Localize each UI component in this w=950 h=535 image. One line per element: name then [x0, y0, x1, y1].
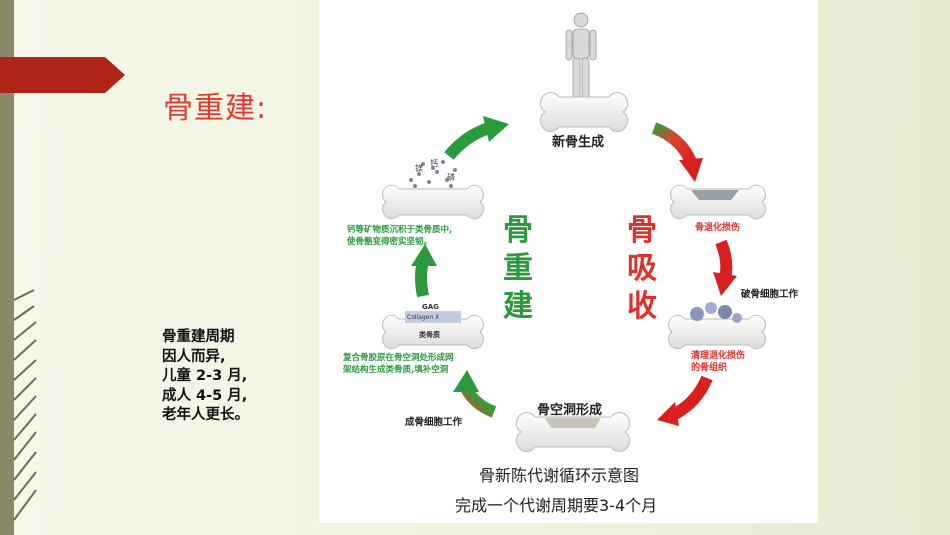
resorption-heading: 骨吸收 — [627, 213, 657, 324]
stage-osteoblast-work: 成骨细胞工作 — [405, 417, 463, 428]
remodeling-heading: 骨重建 — [503, 213, 533, 324]
remodeling-period-note: 骨重建周期 因人而异, 儿童 2-3 月, 成人 4-5 月, 老年人更长。 — [162, 329, 249, 423]
arrow-cavity-to-osteoid — [453, 370, 497, 418]
bone-metabolism-figure: 新骨生成 骨退化损伤 破骨细胞工作 清理退化损伤 的骨组织 骨空洞形成 成骨细胞… — [319, 0, 818, 523]
label-osteoid: 类骨质 — [419, 331, 440, 339]
stage-osteoclast-work: 破骨细胞工作 — [741, 289, 799, 300]
bone-new — [539, 92, 629, 132]
label-magnesium: 镁 — [415, 164, 423, 173]
label-gag: GAG — [422, 303, 439, 311]
skeleton-icon — [565, 12, 597, 99]
stage-new-bone: 新骨生成 — [552, 135, 605, 150]
bone-cavity — [515, 412, 631, 452]
slide-title: 骨重建: — [163, 91, 268, 126]
label-phosphorus: 磷 — [447, 173, 455, 182]
cycle-diagram — [382, 12, 766, 452]
figure-caption-title: 骨新陈代谢循环示意图 — [479, 466, 640, 485]
arrow-osteoid-to-mineral — [411, 244, 437, 298]
stage-cavity: 骨空洞形成 — [537, 403, 603, 418]
arrow-new-to-degeneration — [651, 122, 703, 182]
left-decorative-bar — [0, 0, 14, 535]
label-calcium: 钙 — [430, 159, 438, 168]
mineral-description: 钙等矿物质沉积于类骨质中, 使骨骼变得密实坚韧。 — [347, 225, 453, 247]
arrow-osteoclast-to-cavity — [657, 375, 713, 426]
label-collagen: Collagen X — [407, 314, 440, 321]
bone-degenerated — [670, 184, 766, 220]
title-arrow-banner — [0, 57, 125, 93]
figure-caption-period: 完成一个代谢周期要3-4个月 — [455, 496, 658, 515]
bone-mineral — [382, 160, 484, 220]
leaf-decoration — [13, 289, 37, 521]
bone-osteoid — [382, 311, 484, 350]
arrow-mineral-to-new — [444, 116, 509, 160]
bone-osteoclast — [668, 302, 766, 350]
stage-clear-damage: 清理退化损伤 的骨组织 — [691, 351, 746, 373]
stage-degeneration: 骨退化损伤 — [695, 223, 741, 233]
arrow-degeneration-to-osteoclast — [713, 239, 737, 296]
collagen-description: 复合骨胶原在骨空洞处形成网 架结构生成类骨质,填补空洞 — [343, 353, 454, 375]
